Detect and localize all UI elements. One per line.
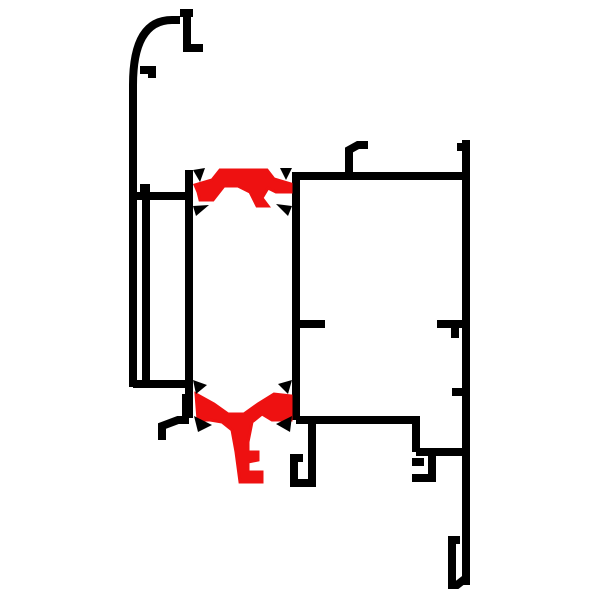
outer-frame-profile: [129, 9, 203, 388]
wedge-mid-right: [276, 204, 292, 216]
sash-bottom-rail: [296, 416, 420, 452]
gasket-wedges: [193, 168, 292, 432]
wedge-low-left: [193, 380, 207, 394]
thermal-break-bottom: [194, 391, 293, 484]
wedge-bottom-left: [194, 416, 212, 432]
thermal-break-top: [192, 168, 293, 208]
wedge-low-right: [278, 380, 292, 394]
frame-outer-wall: [129, 16, 180, 387]
sash-profile: [158, 140, 470, 589]
sash-mid-tab-right: [437, 320, 462, 338]
frame-top-hook: [180, 9, 203, 52]
sash-bottom-mid-foot: [412, 452, 436, 482]
thermal-break-top-body: [192, 168, 293, 208]
wedge-top-right: [280, 168, 292, 180]
thermal-break-bottom-body: [194, 391, 293, 484]
sash-top-hook: [345, 141, 368, 172]
sash-bottom-left-foot: [290, 420, 316, 487]
wedge-top-left: [193, 168, 205, 182]
wedge-mid-left: [193, 205, 209, 216]
frame-inner-notch: [140, 66, 156, 78]
wedge-bottom-right: [276, 416, 292, 432]
sash-bottom-hook: [448, 536, 469, 589]
sash-left-lip: [158, 416, 189, 440]
